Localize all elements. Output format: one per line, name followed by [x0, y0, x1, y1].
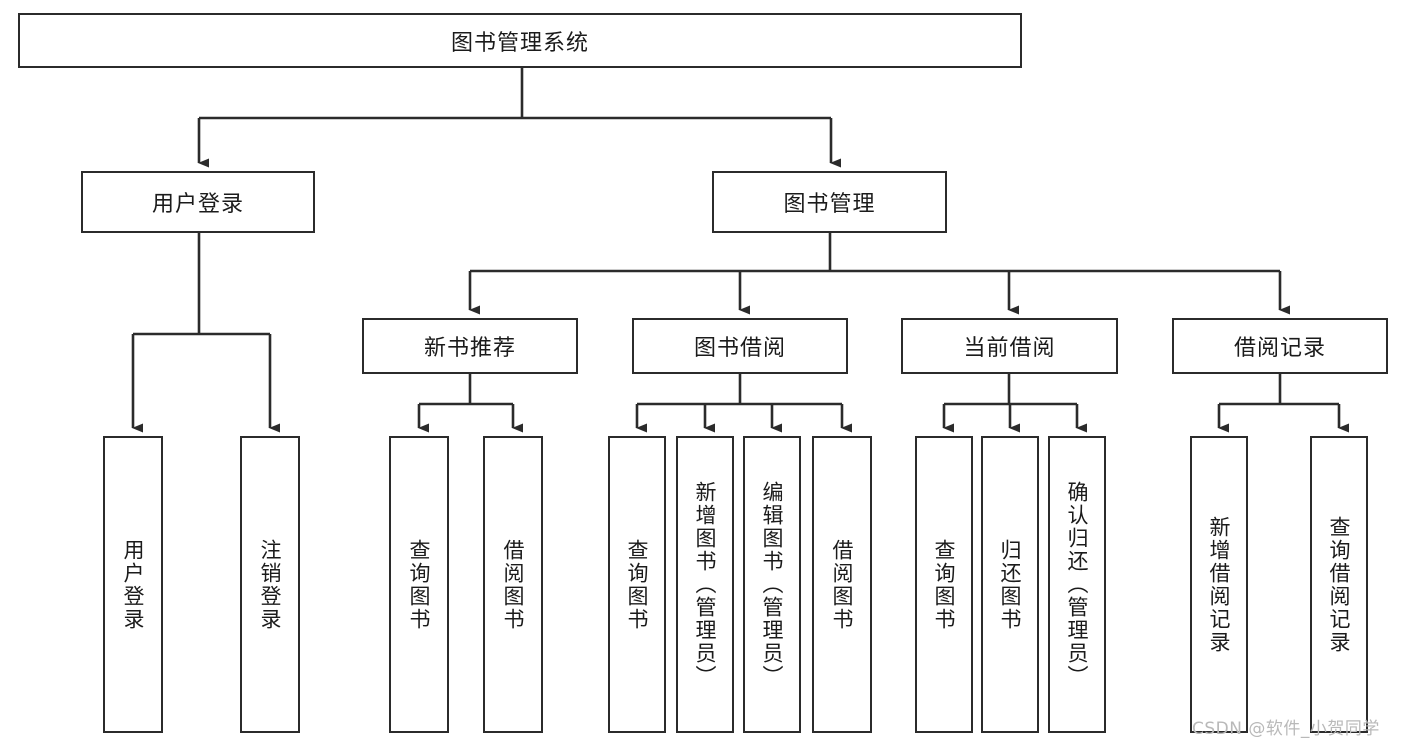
root-label: 图书管理系统	[450, 30, 589, 56]
current-borrow-label: 当前借阅	[963, 336, 1056, 361]
leaf-query-book-2-label: 查询图书	[625, 538, 650, 631]
leaf-query-book-1[interactable]: 查询图书	[389, 436, 449, 733]
new-book-recommend-label: 新书推荐	[423, 336, 516, 361]
leaf-add-record[interactable]: 新增借阅记录	[1190, 436, 1248, 733]
leaf-return-book[interactable]: 归还图书	[981, 436, 1039, 733]
leaf-add-book-label: 新增图书（管理员）	[693, 481, 718, 688]
leaf-user-logout[interactable]: 注销登录	[240, 436, 300, 733]
current-borrow[interactable]: 当前借阅	[901, 318, 1118, 374]
leaf-query-book-3[interactable]: 查询图书	[915, 436, 973, 733]
user-login-label: 用户登录	[151, 192, 244, 217]
leaf-query-book-1-label: 查询图书	[407, 538, 432, 631]
leaf-borrow-book-1[interactable]: 借阅图书	[483, 436, 543, 733]
user-login[interactable]: 用户登录	[81, 171, 315, 233]
leaf-add-record-label: 新增借阅记录	[1207, 515, 1232, 654]
borrow-record-label: 借阅记录	[1233, 336, 1326, 361]
csdn-watermark: CSDN @软件_小贺同学	[1192, 719, 1380, 739]
leaf-borrow-book-2[interactable]: 借阅图书	[812, 436, 872, 733]
book-manage-label: 图书管理	[783, 192, 876, 217]
leaf-return-book-label: 归还图书	[998, 538, 1023, 631]
leaf-borrow-book-2-label: 借阅图书	[830, 538, 855, 631]
leaf-user-login-label: 用户登录	[121, 538, 146, 631]
root[interactable]: 图书管理系统	[18, 13, 1022, 68]
leaf-query-book-2[interactable]: 查询图书	[608, 436, 666, 733]
leaf-query-book-3-label: 查询图书	[932, 538, 957, 631]
leaf-confirm-return[interactable]: 确认归还（管理员）	[1048, 436, 1106, 733]
book-borrow-label: 图书借阅	[693, 336, 786, 361]
leaf-confirm-return-label: 确认归还（管理员）	[1065, 481, 1090, 688]
leaf-edit-book[interactable]: 编辑图书（管理员）	[743, 436, 801, 733]
new-book-recommend[interactable]: 新书推荐	[362, 318, 578, 374]
leaf-borrow-book-1-label: 借阅图书	[501, 538, 526, 631]
leaf-query-record[interactable]: 查询借阅记录	[1310, 436, 1368, 733]
borrow-record[interactable]: 借阅记录	[1172, 318, 1388, 374]
book-manage[interactable]: 图书管理	[712, 171, 947, 233]
leaf-add-book[interactable]: 新增图书（管理员）	[676, 436, 734, 733]
book-borrow[interactable]: 图书借阅	[632, 318, 848, 374]
leaf-user-logout-label: 注销登录	[258, 538, 283, 631]
leaf-user-login[interactable]: 用户登录	[103, 436, 163, 733]
leaf-query-record-label: 查询借阅记录	[1327, 515, 1352, 654]
leaf-edit-book-label: 编辑图书（管理员）	[760, 481, 785, 688]
